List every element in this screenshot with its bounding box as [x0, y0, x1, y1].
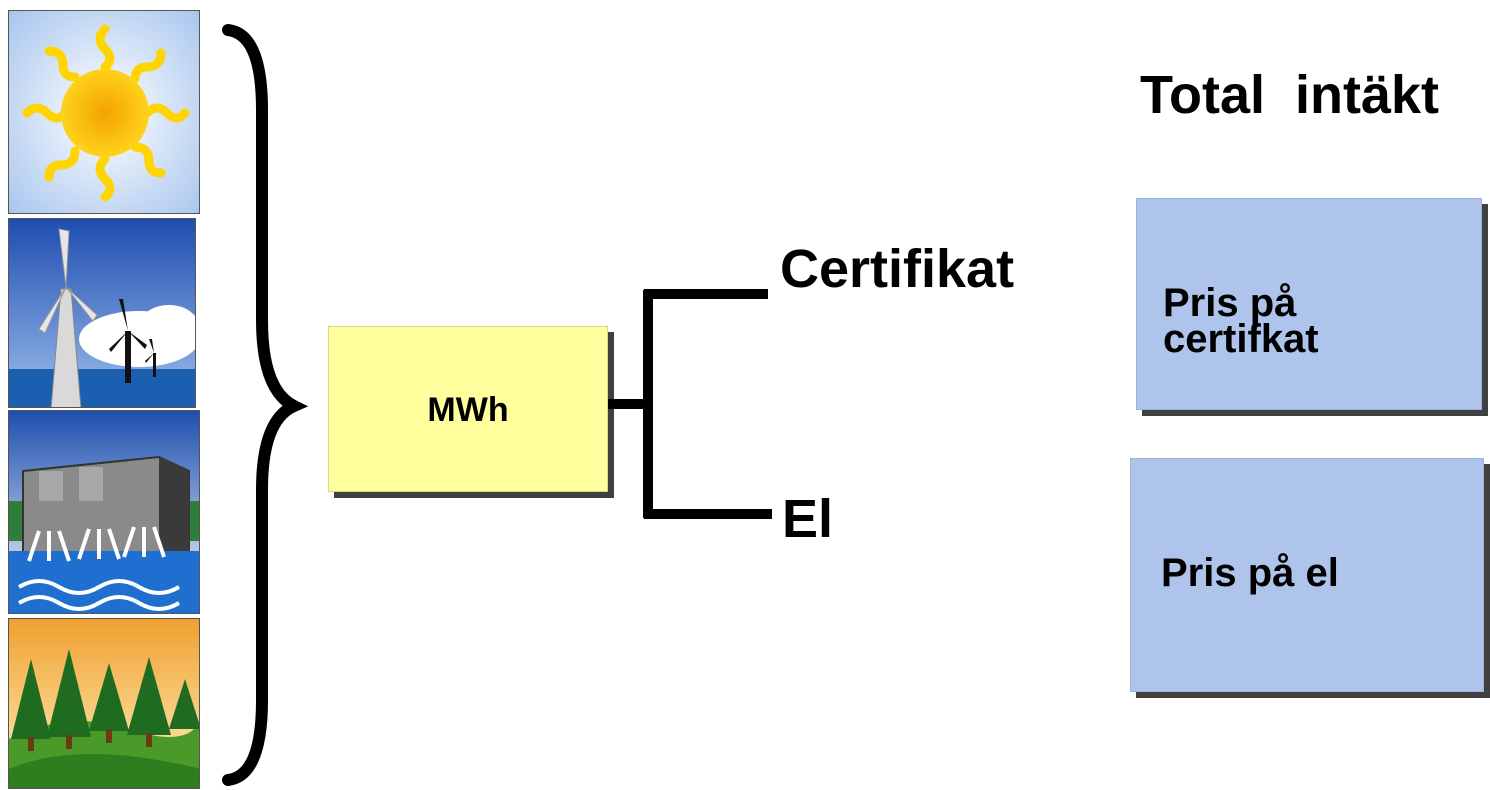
- certificate-branch-label: Certifikat: [780, 239, 1015, 299]
- sun-icon: [8, 10, 200, 214]
- electricity-price-label: Pris på el: [1161, 551, 1339, 595]
- certificate-price-box: Pris på certifkat: [1136, 198, 1482, 410]
- diagram-title: Total intäkt: [1140, 65, 1440, 125]
- wind-turbine-icon: [8, 218, 196, 408]
- branch-connector: [608, 289, 772, 519]
- electricity-price-box: Pris på el: [1130, 458, 1484, 692]
- mwh-label: MWh: [427, 391, 509, 429]
- mwh-box: MWh: [328, 326, 608, 492]
- curly-brace: [222, 24, 308, 786]
- hydro-dam-icon: [8, 410, 200, 614]
- electricity-branch-label: El: [782, 489, 834, 549]
- forest-biomass-icon: [8, 618, 200, 789]
- certificate-price-label: Pris på certifkat: [1163, 281, 1319, 361]
